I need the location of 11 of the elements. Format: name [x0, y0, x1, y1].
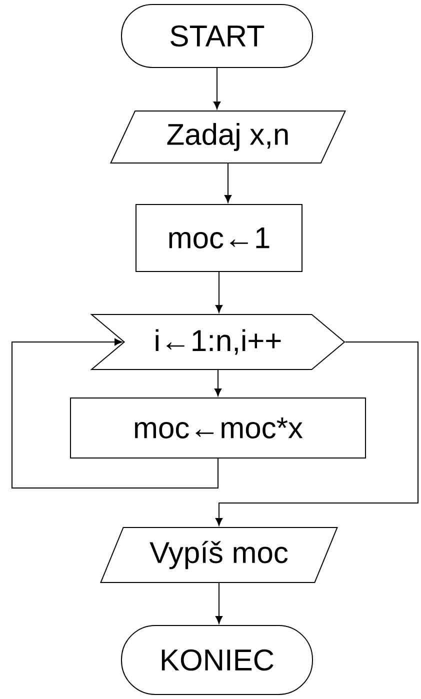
process-box: moc←moc*x [70, 398, 366, 458]
arrow [213, 68, 221, 110]
io-parallelogram: Vypíš moc [100, 527, 338, 583]
arrow [215, 272, 223, 313]
arrow [215, 582, 223, 624]
process-box: moc←1 [136, 204, 302, 272]
loop-hexagon: i←1:n,i++ [90, 314, 346, 370]
arrow [214, 370, 222, 396]
arrow [224, 163, 232, 203]
arrow [12, 338, 218, 488]
arrow [215, 342, 418, 526]
